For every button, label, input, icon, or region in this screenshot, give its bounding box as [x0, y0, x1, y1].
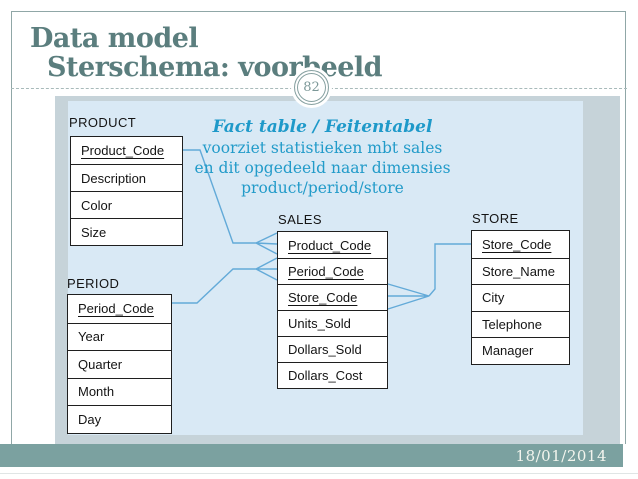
field-row: Store_Code	[278, 284, 387, 310]
table-label-product: PRODUCT	[69, 115, 137, 130]
bottom-edge-rule	[0, 473, 638, 474]
table-label-store: STORE	[472, 211, 519, 226]
page-number: 82	[303, 80, 320, 95]
field-row: Dollars_Cost	[278, 362, 387, 388]
annotation-line: product/period/store	[241, 179, 404, 197]
entity-table-store: Store_Code Store_Name City Telephone Man…	[471, 230, 570, 365]
field-row: Quarter	[68, 350, 171, 378]
table-label-period: PERIOD	[67, 276, 120, 291]
field-row: Telephone	[472, 310, 569, 338]
slide-border-frame	[11, 11, 626, 444]
entity-table-period: Period_Code Year Quarter Month Day	[67, 294, 172, 434]
field-row: Manager	[472, 337, 569, 364]
field-row: Color	[71, 191, 182, 218]
field-row: Period_Code	[78, 301, 154, 317]
field-row: City	[472, 284, 569, 311]
fact-table-annotation: Fact table / Feitentabel voorziet statis…	[175, 116, 470, 198]
field-row: Product_Code	[288, 237, 372, 253]
field-row: Store_Code	[482, 236, 552, 252]
annotation-line: voorziet statistieken mbt sales	[202, 139, 443, 157]
field-row: Product_Code	[81, 143, 165, 158]
entity-table-sales: Product_Code Period_Code Store_Code Unit…	[277, 231, 388, 389]
field-row: Year	[68, 322, 171, 351]
page-number-badge: 82	[294, 70, 329, 105]
slide-title-line2: Sterschema: voorbeeld	[47, 52, 383, 83]
field-row: Month	[68, 377, 171, 406]
field-row: Period_Code	[278, 258, 387, 284]
annotation-line: en dit opgedeeld naar dimensies	[194, 159, 451, 177]
field-row: Units_Sold	[278, 310, 387, 336]
footer-band: 18/01/2014	[0, 444, 623, 467]
field-row: Dollars_Sold	[278, 336, 387, 362]
entity-table-product: Product_Code Description Color Size	[70, 136, 183, 246]
field-row: Day	[68, 405, 171, 433]
table-label-sales: SALES	[278, 212, 322, 227]
slide-title-line1: Data model	[30, 23, 199, 54]
footer-date: 18/01/2014	[515, 446, 607, 465]
annotation-heading: Fact table / Feitentabel	[212, 117, 433, 137]
field-row: Store_Name	[472, 257, 569, 285]
field-row: Size	[71, 218, 182, 245]
field-row: Description	[71, 164, 182, 191]
